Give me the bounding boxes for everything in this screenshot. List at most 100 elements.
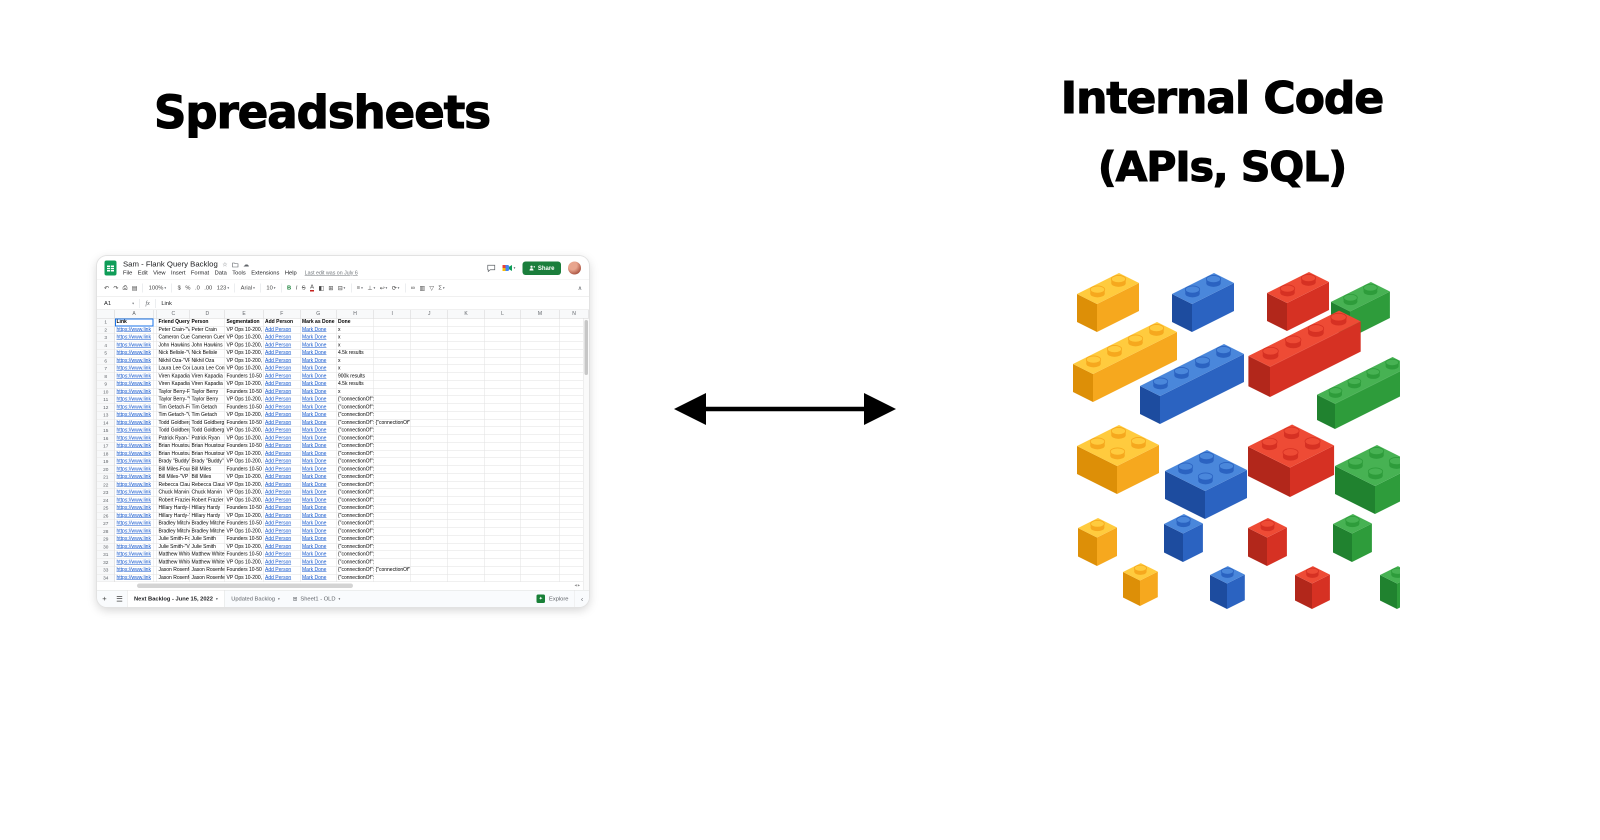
cell[interactable] bbox=[448, 481, 485, 489]
cell[interactable]: VP Ops 10-200, bbox=[225, 427, 264, 435]
cell[interactable]: x bbox=[336, 388, 374, 396]
row-header-28[interactable]: 28 bbox=[97, 527, 115, 536]
row-header-34[interactable]: 34 bbox=[97, 574, 115, 582]
row-header-15[interactable]: 15 bbox=[97, 427, 115, 435]
cell[interactable] bbox=[484, 458, 521, 466]
cell[interactable]: x bbox=[336, 357, 374, 365]
cell[interactable]: {"connectionOf": bbox=[336, 481, 374, 489]
cell[interactable]: Bradley Mitchell- bbox=[157, 527, 190, 536]
cell[interactable] bbox=[521, 527, 560, 536]
cell[interactable]: Hillary Hardy-Fo bbox=[157, 504, 190, 513]
cell[interactable]: VP Ops 10-200, bbox=[225, 558, 264, 567]
cell[interactable] bbox=[521, 334, 560, 342]
cell[interactable]: Add Person bbox=[263, 527, 301, 536]
cell[interactable]: Mark as Done bbox=[300, 318, 337, 327]
cell[interactable] bbox=[484, 403, 521, 412]
cell[interactable] bbox=[484, 551, 521, 559]
cell[interactable]: {"connectionOf": bbox=[336, 458, 374, 466]
cell[interactable] bbox=[374, 520, 411, 528]
cell[interactable] bbox=[448, 334, 485, 342]
cell[interactable] bbox=[374, 372, 411, 381]
cell[interactable]: Add Person bbox=[263, 574, 301, 582]
cell[interactable] bbox=[374, 481, 411, 489]
cell[interactable] bbox=[448, 551, 485, 559]
cell[interactable]: Add Person bbox=[263, 465, 301, 474]
cell[interactable] bbox=[484, 489, 521, 497]
insert-link-button[interactable]: ∞ bbox=[410, 285, 415, 291]
cell[interactable]: https://www.link bbox=[115, 380, 154, 389]
cell[interactable]: VP Ops 10-200, bbox=[225, 341, 264, 350]
cell[interactable] bbox=[484, 411, 521, 420]
row-header-8[interactable]: 8 bbox=[97, 372, 115, 381]
cell[interactable] bbox=[411, 558, 448, 567]
cell[interactable]: Add Person bbox=[263, 450, 301, 458]
cell[interactable] bbox=[411, 551, 448, 559]
cell[interactable] bbox=[521, 512, 560, 520]
font-size-select[interactable]: 10▾ bbox=[266, 285, 276, 291]
cell[interactable] bbox=[374, 357, 411, 365]
cell[interactable]: Founders 10-50 bbox=[225, 535, 264, 544]
cell[interactable]: Taylor Berry bbox=[190, 396, 225, 404]
cell[interactable] bbox=[374, 558, 411, 567]
row-header-2[interactable]: 2 bbox=[97, 326, 115, 334]
cell[interactable]: VP Ops 10-200, bbox=[225, 411, 264, 420]
cell[interactable]: Mark Done bbox=[300, 535, 337, 544]
cell[interactable] bbox=[411, 403, 448, 412]
cell[interactable]: John Hawkins bbox=[190, 341, 225, 350]
cell[interactable]: x bbox=[336, 365, 374, 373]
cell[interactable]: Add Person bbox=[263, 558, 301, 567]
cell[interactable]: Matthew White-" bbox=[157, 558, 190, 567]
sheet-tab[interactable]: ⊞Sheet1 - OLD▾ bbox=[292, 595, 341, 602]
cell[interactable]: Add Person bbox=[263, 481, 301, 489]
cell[interactable] bbox=[521, 434, 560, 443]
cell[interactable]: Mark Done bbox=[300, 419, 337, 427]
cell[interactable]: {"connectionOf": bbox=[336, 450, 374, 458]
column-header-C[interactable]: C bbox=[157, 310, 190, 318]
cell[interactable] bbox=[484, 341, 521, 350]
cell[interactable]: VP Ops 10-200, bbox=[225, 574, 264, 582]
row-header-27[interactable]: 27 bbox=[97, 520, 115, 528]
chevron-left-icon[interactable]: ‹ bbox=[574, 590, 590, 607]
cell[interactable]: VP Ops 10-200, bbox=[225, 527, 264, 536]
cell[interactable]: Patrick Ryan bbox=[190, 434, 225, 443]
cell[interactable] bbox=[153, 535, 157, 544]
cell[interactable]: Cameron Cueno bbox=[190, 334, 225, 342]
cell[interactable]: Mark Done bbox=[300, 357, 337, 365]
cell[interactable]: Mark Done bbox=[300, 504, 337, 513]
cell[interactable] bbox=[374, 396, 411, 404]
cell[interactable] bbox=[374, 380, 411, 389]
cell[interactable]: Mark Done bbox=[300, 434, 337, 443]
cell[interactable]: Add Person bbox=[263, 318, 301, 327]
cell[interactable] bbox=[374, 551, 411, 559]
share-button[interactable]: Share bbox=[522, 261, 561, 275]
borders-button[interactable]: ⊞ bbox=[328, 285, 334, 292]
font-select[interactable]: Arial▾ bbox=[240, 285, 255, 291]
cell[interactable]: Add Person bbox=[263, 372, 301, 381]
cell[interactable]: Add Person bbox=[263, 388, 301, 396]
cell[interactable]: Taylor Berry-"VP bbox=[157, 396, 190, 404]
cell[interactable] bbox=[411, 341, 448, 350]
cell[interactable] bbox=[521, 489, 560, 497]
cell[interactable]: VP Ops 10-200, bbox=[225, 473, 264, 482]
cell[interactable]: Rebecca Clause bbox=[157, 481, 190, 489]
cell[interactable]: VP Ops 10-200, bbox=[225, 334, 264, 342]
cell[interactable] bbox=[374, 326, 411, 334]
cell[interactable] bbox=[153, 372, 157, 381]
cell[interactable]: Jason Rosenfelc bbox=[190, 566, 225, 575]
cell[interactable]: https://www.link bbox=[115, 396, 154, 404]
meet-icon[interactable]: ▾ bbox=[502, 265, 515, 272]
undo-icon[interactable]: ↶ bbox=[104, 285, 109, 292]
paint-format-icon[interactable]: ▤ bbox=[131, 285, 138, 292]
cell[interactable] bbox=[153, 473, 157, 482]
cell[interactable]: Mark Done bbox=[300, 496, 337, 505]
cell[interactable]: {"connectionOf": bbox=[336, 427, 374, 435]
cell[interactable] bbox=[374, 527, 411, 536]
cell[interactable] bbox=[521, 442, 560, 451]
cell[interactable] bbox=[484, 527, 521, 536]
cell[interactable] bbox=[153, 551, 157, 559]
cell[interactable] bbox=[411, 535, 448, 544]
cell[interactable]: Nikhil Oza bbox=[190, 357, 225, 365]
cell[interactable] bbox=[521, 411, 560, 420]
cell[interactable]: Mark Done bbox=[300, 341, 337, 350]
cell[interactable]: Mark Done bbox=[300, 527, 337, 536]
